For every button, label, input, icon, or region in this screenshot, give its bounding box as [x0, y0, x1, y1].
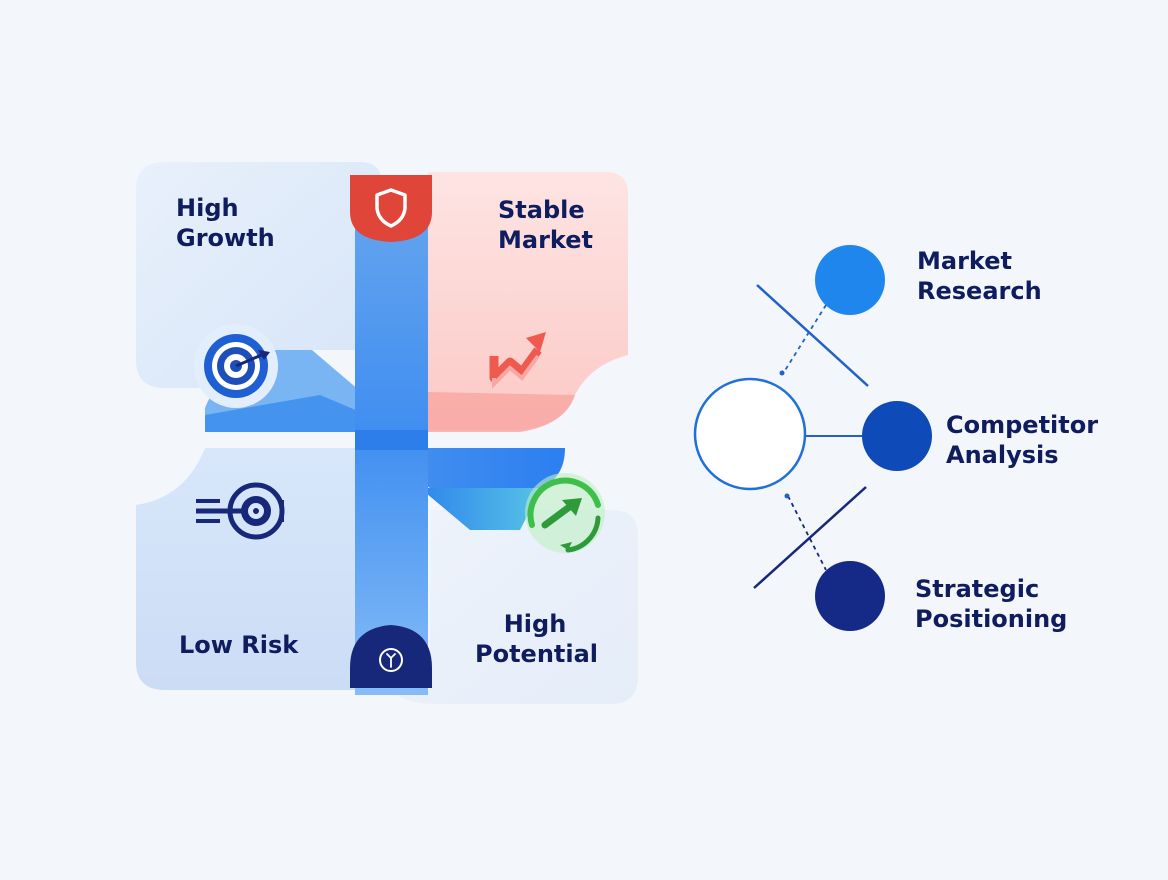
- connector-bottom: [787, 495, 827, 571]
- horizontal-ribbon-right-lower: [420, 488, 540, 530]
- quadrant-label-high-potential: High Potential: [475, 610, 599, 668]
- vertical-axis-bar-center: [355, 430, 428, 450]
- bottom-badge-background: [350, 625, 432, 688]
- quadrant-bottom-right-panel: [395, 510, 638, 704]
- node-strategic-positioning: [815, 561, 885, 631]
- arrow-target-icon: [196, 482, 285, 540]
- quadrant-label-high-growth: High Growth: [176, 194, 275, 252]
- network-cross-line-bottom: [753, 486, 867, 589]
- horizontal-ribbon-top-right: [428, 392, 575, 432]
- shield-icon: [375, 188, 407, 228]
- node-label-strategic-positioning: Strategic Positioning: [915, 575, 1068, 633]
- badge-icon: [379, 648, 403, 672]
- node-label-competitor-analysis: Competitor Analysis: [946, 411, 1099, 469]
- network-cross-line-top: [756, 284, 869, 387]
- trend-up-arrow-icon: [489, 332, 546, 389]
- top-badge-background: [350, 175, 432, 242]
- node-competitor-analysis: [862, 401, 932, 471]
- node-market-research: [815, 245, 885, 315]
- target-icon: [194, 324, 278, 408]
- quadrant-label-low-risk: Low Risk: [179, 631, 299, 659]
- hub-node: [693, 377, 807, 491]
- connection-network: [693, 245, 932, 631]
- quadrant-bottom-left-panel: [136, 448, 355, 690]
- quadrant-label-stable-market: Stable Market: [498, 196, 593, 254]
- quadrant-top-left-panel: [136, 162, 382, 388]
- node-label-market-research: Market Research: [917, 247, 1042, 305]
- growth-cycle-icon: [525, 473, 605, 553]
- quadrant-top-right-panel: [428, 172, 628, 430]
- connector-top: [783, 304, 827, 373]
